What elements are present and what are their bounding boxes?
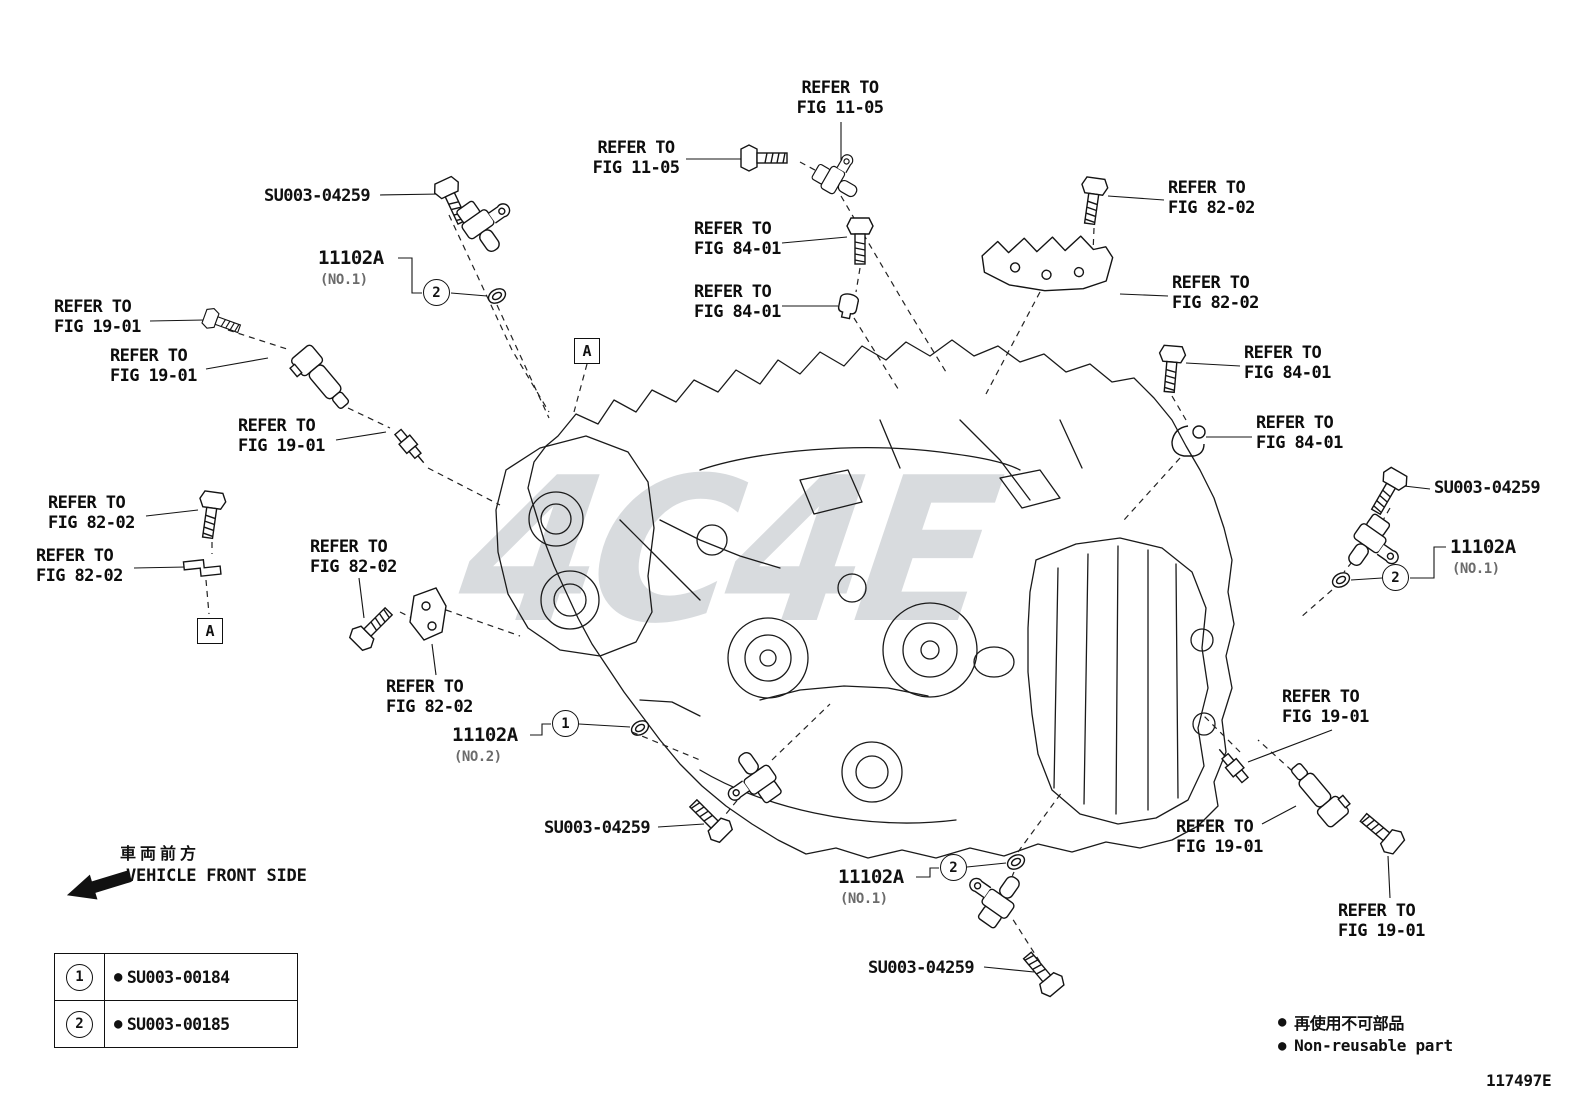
circled-marker-2: 2 xyxy=(940,854,967,881)
spark-plug-icon xyxy=(391,426,430,468)
section-marker-a: A xyxy=(574,338,600,364)
callout-refer-fig-19-01: REFER TO FIG 19-01 xyxy=(110,346,197,386)
camshaft-sensor-icon xyxy=(451,184,526,259)
legend-marker-2: 2 xyxy=(66,1010,93,1038)
vehicle-front-label-en: VEHICLE FRONT SIDE xyxy=(126,866,307,886)
legend-part-number: SU003-00184 xyxy=(126,967,230,987)
part-variant-label: (NO.1) xyxy=(1452,561,1500,577)
callout-refer-fig-84-01: REFER TO FIG 84-01 xyxy=(694,219,781,259)
engine-illustration xyxy=(495,339,1235,859)
ignition-coil-icon xyxy=(1284,754,1355,830)
bolt-icon xyxy=(740,144,788,172)
callout-refer-fig-19-01: REFER TO FIG 19-01 xyxy=(1282,687,1369,727)
part-code-11102a: 11102A xyxy=(1450,536,1516,558)
dashed-leader-lines xyxy=(205,161,1391,963)
callout-refer-fig-82-02: REFER TO FIG 82-02 xyxy=(1168,178,1255,218)
vehicle-front-label-jp: 車両前方 xyxy=(120,844,201,863)
bolt-icon xyxy=(1075,175,1110,227)
callout-refer-fig-84-01: REFER TO FIG 84-01 xyxy=(1244,343,1331,383)
circled-marker-1: 1 xyxy=(552,710,579,737)
bolt-icon xyxy=(1354,806,1408,858)
non-reusable-dot: ● xyxy=(1278,1037,1287,1054)
l-bracket-icon xyxy=(409,587,447,641)
callout-refer-fig-84-01: REFER TO FIG 84-01 xyxy=(1256,413,1343,453)
bolt-icon xyxy=(846,217,874,265)
part-code-11102a: 11102A xyxy=(318,247,384,269)
o-ring-icon xyxy=(485,285,509,307)
non-reusable-dot: ● xyxy=(1278,1014,1287,1030)
circled-marker-2: 2 xyxy=(423,279,450,306)
legend-row: 2 ● SU003-00185 xyxy=(55,1000,297,1047)
leader-lines xyxy=(133,122,1446,973)
callout-refer-fig-82-02: REFER TO FIG 82-02 xyxy=(1172,273,1259,313)
non-reusable-note-en: ● Non-reusable part xyxy=(1278,1036,1453,1055)
spark-plug-icon xyxy=(1213,744,1252,786)
drawing-number: 117497E xyxy=(1486,1071,1552,1090)
callout-refer-fig-19-01: REFER TO FIG 19-01 xyxy=(54,297,141,337)
legend-part-number: SU003-00185 xyxy=(126,1014,230,1034)
legend-row: 1 ● SU003-00184 xyxy=(55,954,297,1000)
bolt-icon xyxy=(1155,344,1187,394)
circled-marker-2: 2 xyxy=(1382,564,1409,591)
part-number-su003-04259: SU003-04259 xyxy=(868,958,975,978)
part-variant-label: (NO.2) xyxy=(454,749,502,765)
non-reusable-dot: ● xyxy=(114,969,122,985)
callout-refer-fig-82-02: REFER TO FIG 82-02 xyxy=(48,493,135,533)
grommet-icon xyxy=(836,291,860,321)
bolt-icon xyxy=(346,601,399,654)
section-marker-a: A xyxy=(197,618,223,644)
callout-refer-fig-84-01: REFER TO FIG 84-01 xyxy=(694,282,781,322)
o-ring-icon xyxy=(1329,569,1353,591)
bolt-icon xyxy=(1364,464,1411,519)
camshaft-sensor-icon xyxy=(808,143,872,205)
o-ring-icon xyxy=(628,717,652,739)
non-reusable-note-jp: ● 再使用不可部品 xyxy=(1278,1014,1405,1033)
callout-refer-fig-82-02: REFER TO FIG 82-02 xyxy=(386,677,473,717)
part-variant-label: (NO.1) xyxy=(840,891,888,907)
part-code-11102a: 11102A xyxy=(452,724,518,746)
ignition-coil-icon xyxy=(285,342,356,418)
part-number-su003-04259: SU003-04259 xyxy=(1434,478,1541,498)
callout-refer-fig-19-01: REFER TO FIG 19-01 xyxy=(238,416,325,456)
part-code-11102a: 11102A xyxy=(838,866,904,888)
callout-refer-fig-82-02: REFER TO FIG 82-02 xyxy=(36,546,123,586)
legend-marker-1: 1 xyxy=(66,963,93,991)
z-bracket-icon xyxy=(182,557,222,579)
callout-refer-fig-11-05: REFER TO FIG 11-05 xyxy=(592,138,680,178)
part-number-su003-04259: SU003-04259 xyxy=(544,818,651,838)
bolt-icon xyxy=(200,305,244,340)
bracket-icon xyxy=(978,225,1116,299)
part-variant-label: (NO.1) xyxy=(320,272,368,288)
callout-refer-fig-11-05: REFER TO FIG 11-05 xyxy=(796,78,884,118)
non-reusable-dot: ● xyxy=(114,1016,122,1032)
bolt-icon xyxy=(193,489,228,541)
callout-refer-fig-82-02: REFER TO FIG 82-02 xyxy=(310,537,397,577)
callout-refer-fig-19-01: REFER TO FIG 19-01 xyxy=(1338,901,1425,941)
callout-refer-fig-19-01: REFER TO FIG 19-01 xyxy=(1176,817,1263,857)
part-number-su003-04259: SU003-04259 xyxy=(264,186,371,206)
bolt-icon xyxy=(1016,946,1068,1000)
bolt-icon xyxy=(683,793,736,846)
legend-table: 1 ● SU003-00184 2 ● SU003-00185 xyxy=(54,953,298,1048)
vehicle-front-arrow xyxy=(66,870,132,900)
